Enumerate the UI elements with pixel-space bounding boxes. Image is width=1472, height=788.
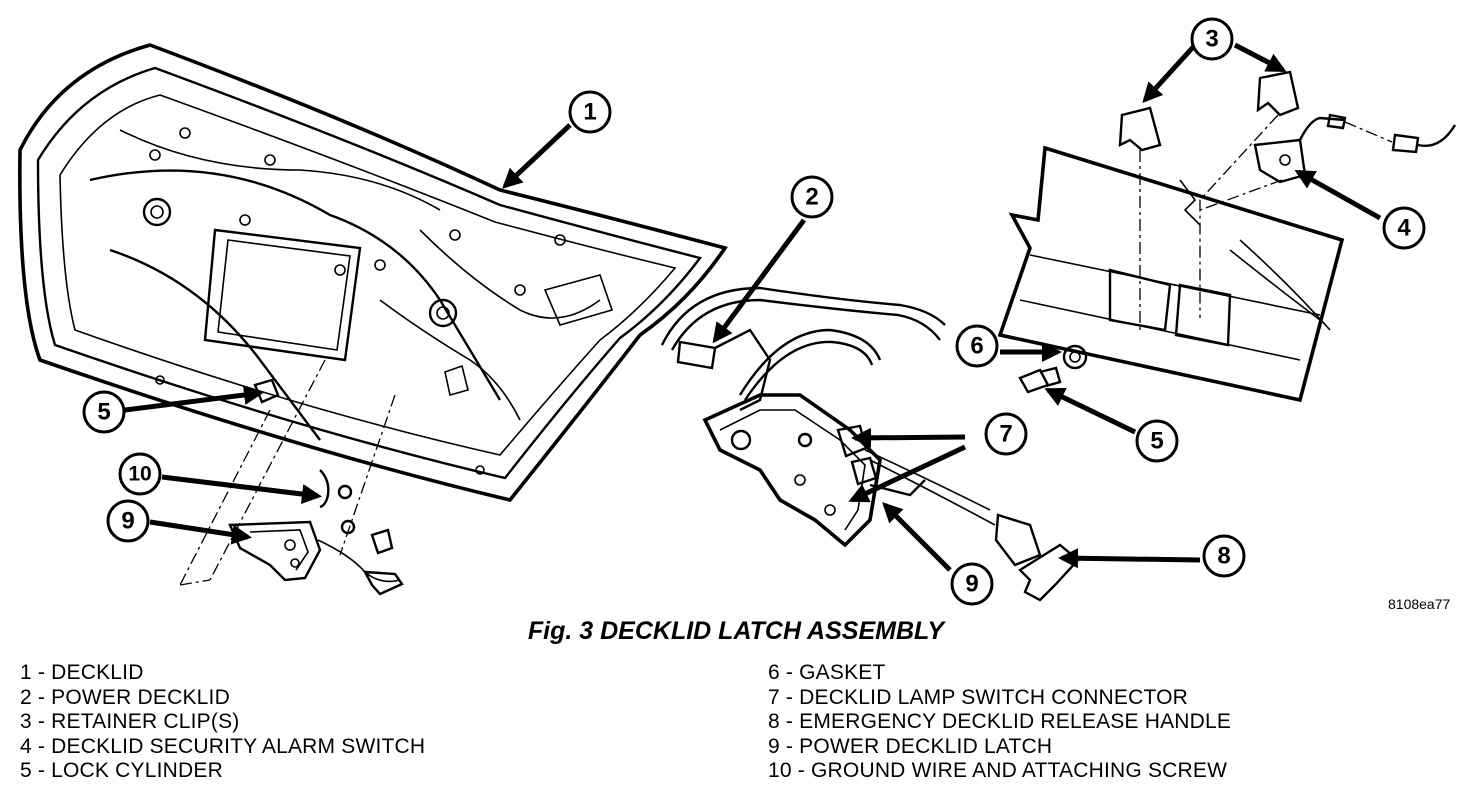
power-latch-illustration (660, 286, 1080, 602)
svg-text:4: 4 (1397, 215, 1411, 242)
svg-text:7: 7 (999, 421, 1012, 448)
svg-text:1: 1 (583, 99, 596, 126)
svg-text:2: 2 (805, 184, 818, 211)
figure-caption: Fig. 3 DECKLID LATCH ASSEMBLY (527, 617, 945, 645)
svg-text:5: 5 (1150, 428, 1163, 455)
legend-item: 10 - GROUND WIRE AND ATTACHING SCREW (768, 759, 1228, 782)
svg-text:3: 3 (1205, 26, 1218, 53)
svg-text:9: 9 (965, 571, 978, 598)
legend-item: 7 - DECKLID LAMP SWITCH CONNECTOR (768, 685, 1189, 709)
callout-3: 3 (1190, 17, 1234, 61)
legend-item: 2 - POWER DECKLID (20, 685, 230, 709)
figure-code: 8108ea77 (1388, 596, 1451, 612)
callout-9-right: 9 (950, 562, 994, 606)
callout-6: 6 (955, 324, 999, 368)
legend-item: 9 - POWER DECKLID LATCH (768, 734, 1053, 758)
callout-7: 7 (984, 412, 1028, 456)
callout-9-left: 9 (106, 499, 150, 543)
callout-1: 1 (568, 90, 612, 134)
callout-5-left: 5 (82, 390, 126, 434)
callout-5-right: 5 (1135, 419, 1179, 463)
legend-right: 6 - GASKET 7 - DECKLID LAMP SWITCH CONNE… (768, 661, 1231, 784)
leader-arrows (124, 42, 1382, 572)
decklid-section-illustration (997, 70, 1457, 403)
svg-text:5: 5 (97, 399, 110, 426)
decklid-latch-assembly-diagram: 1 2 3 4 5 6 5 7 8 9 10 9 (18, 17, 1457, 606)
svg-text:9: 9 (121, 508, 134, 535)
legend-item: 4 - DECKLID SECURITY ALARM SWITCH (20, 734, 426, 758)
callout-4: 4 (1382, 206, 1426, 250)
decklid-illustration (18, 43, 728, 503)
legend-item: 6 - GASKET (768, 661, 886, 684)
legend-item: 3 - RETAINER CLIP(S) (20, 710, 240, 733)
svg-text:8: 8 (1217, 543, 1230, 570)
exploded-latch-small (228, 469, 404, 596)
svg-text:6: 6 (970, 333, 983, 360)
legend-item: 1 - DECKLID (20, 661, 144, 684)
callout-2: 2 (790, 175, 834, 219)
callout-10: 10 (118, 452, 162, 496)
legend-item: 8 - EMERGENCY DECKLID RELEASE HANDLE (768, 710, 1232, 733)
legend-item: 5 - LOCK CYLINDER (20, 759, 223, 782)
callout-8: 8 (1202, 534, 1246, 578)
svg-text:10: 10 (128, 463, 151, 486)
legend-left: 1 - DECKLID 2 - POWER DECKLID 3 - RETAIN… (20, 661, 425, 784)
